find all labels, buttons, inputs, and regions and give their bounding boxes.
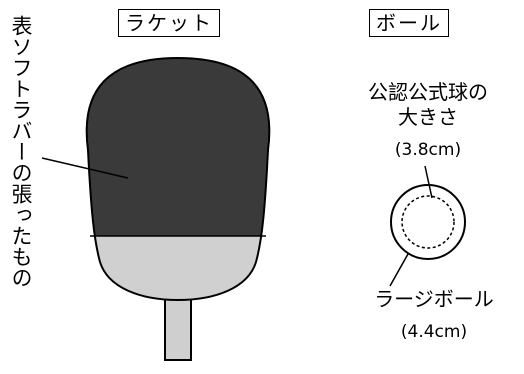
official-ball-circle [401, 195, 455, 249]
ball-title: ボール [369, 9, 449, 37]
official-ball-label-line1: 公認公式球の [368, 80, 488, 104]
official-ball-label-line2: 大きさ [398, 105, 458, 129]
large-ball-size: (4.4cm) [400, 322, 468, 342]
rubber-leader-line [41, 157, 129, 179]
racket-title: ラケット [118, 9, 220, 37]
racket-outline [85, 56, 271, 302]
rubber-label: 表ソフトラバーの張ったもの [9, 15, 33, 288]
official-ball-size: (3.8cm) [394, 140, 462, 160]
large-ball-label: ラージボール [374, 287, 494, 311]
official-ball-leader [424, 165, 433, 199]
large-ball-leader [389, 253, 409, 287]
rubber-surface [86, 58, 270, 236]
